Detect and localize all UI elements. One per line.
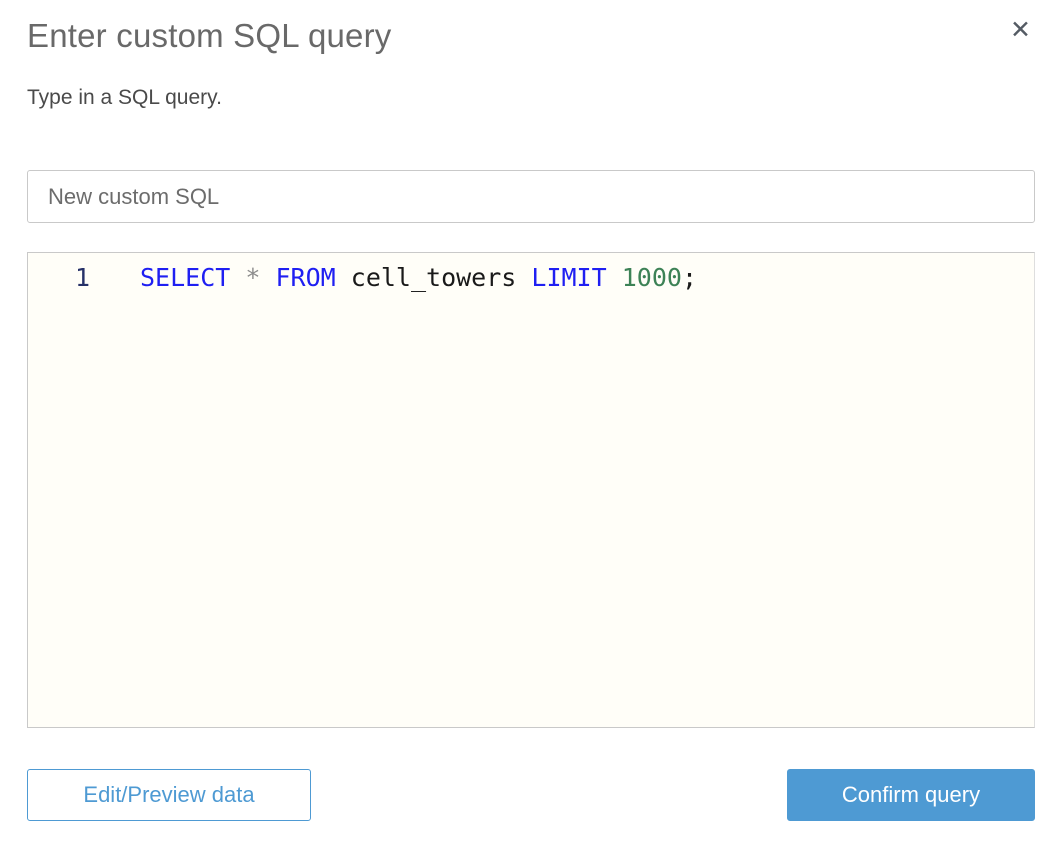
- edit-preview-data-button[interactable]: Edit/Preview data: [27, 769, 311, 822]
- code-line: 1 SELECT * FROM cell_towers LIMIT 1000;: [28, 262, 1034, 295]
- dialog-title: Enter custom SQL query: [27, 17, 392, 54]
- close-button[interactable]: ✕: [1004, 14, 1037, 47]
- confirm-query-button[interactable]: Confirm query: [787, 769, 1035, 822]
- dialog-footer: Edit/Preview data Confirm query: [27, 769, 1035, 822]
- dialog-subtitle: Type in a SQL query.: [27, 85, 222, 109]
- query-name-input[interactable]: [27, 170, 1035, 224]
- line-number: 1: [74, 263, 90, 293]
- sql-code: SELECT * FROM cell_towers LIMIT 1000;: [140, 263, 697, 293]
- close-icon: ✕: [1010, 16, 1031, 44]
- sql-editor[interactable]: 1 SELECT * FROM cell_towers LIMIT 1000;: [27, 252, 1035, 729]
